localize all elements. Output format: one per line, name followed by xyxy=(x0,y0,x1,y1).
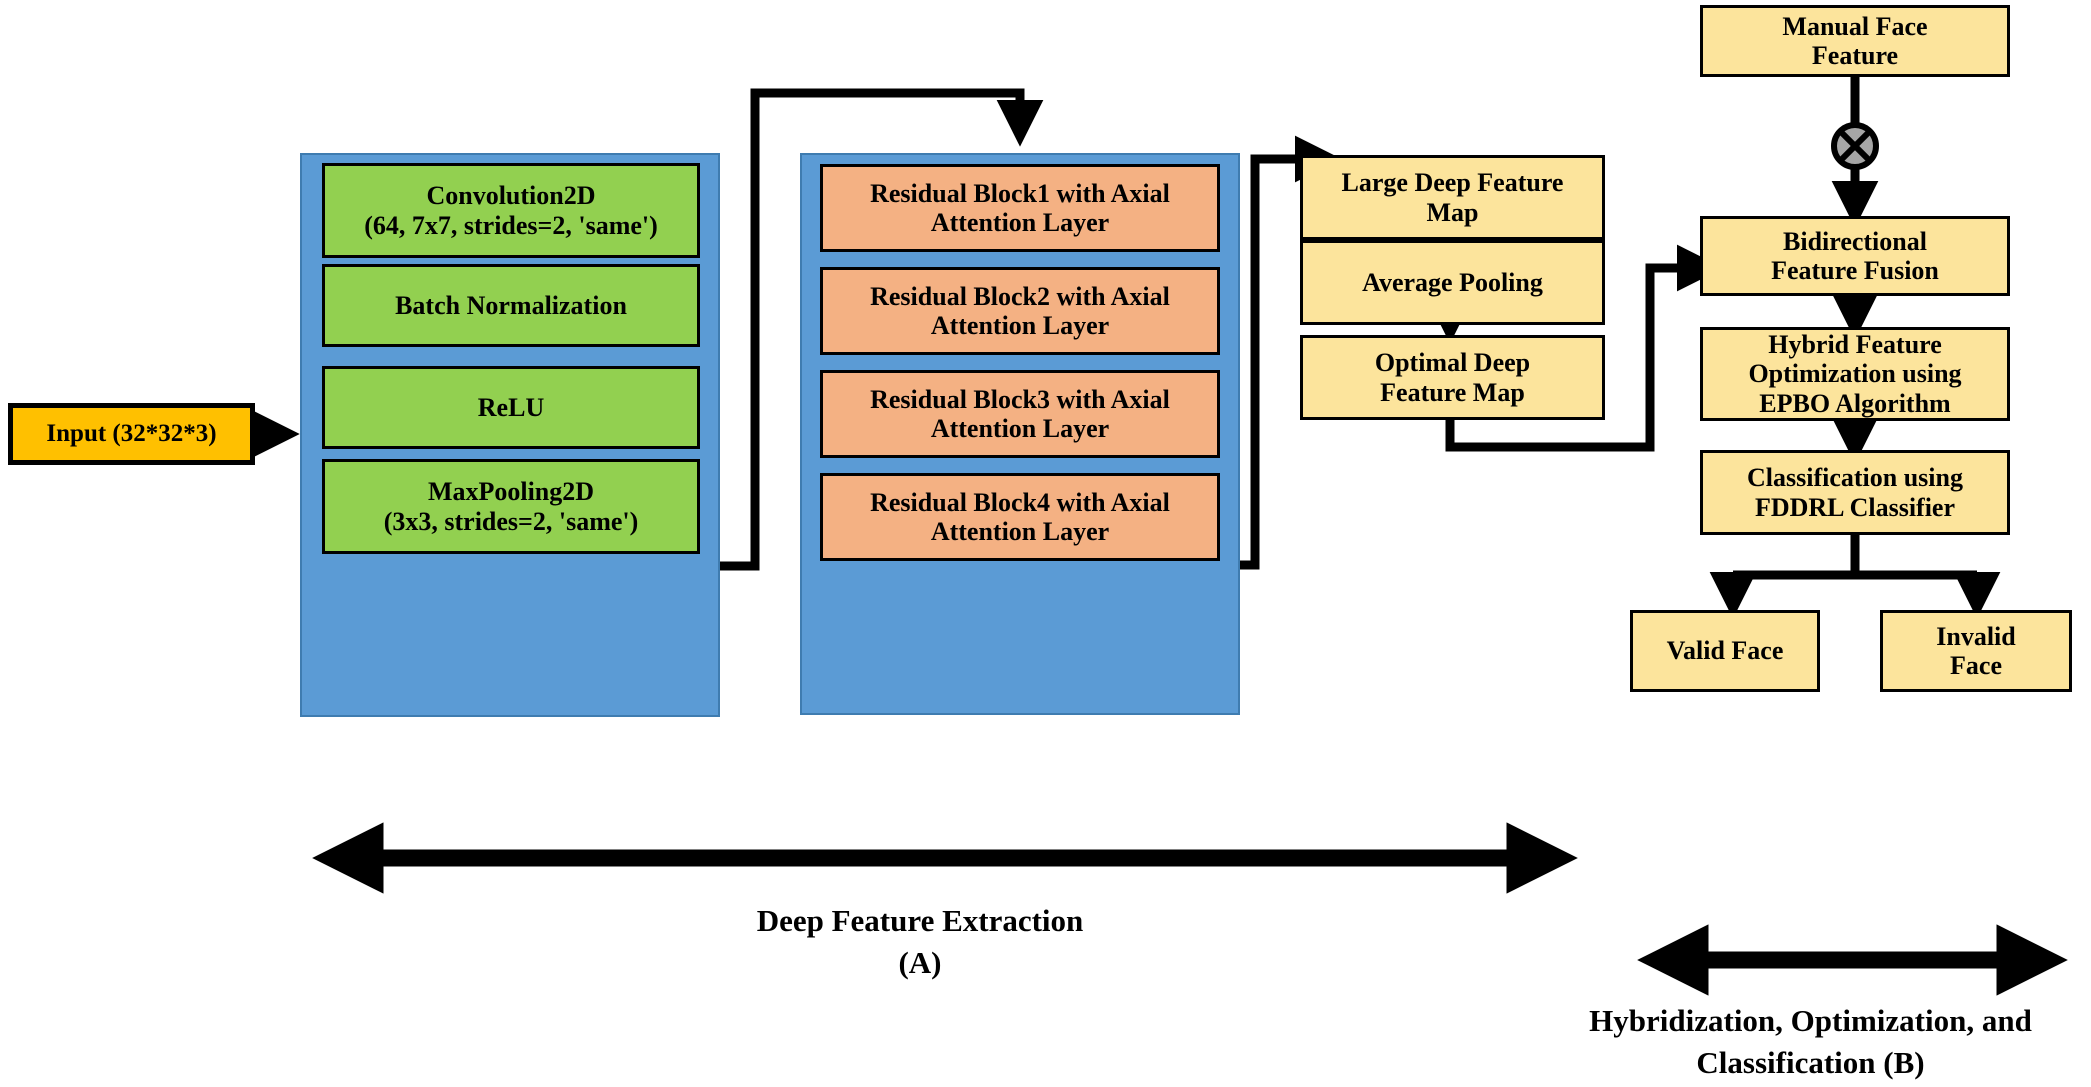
conv2d-box[interactable]: Convolution2D (64, 7x7, strides=2, 'same… xyxy=(322,163,700,258)
batch-normalization-box[interactable]: Batch Normalization xyxy=(322,264,700,347)
hybrid-feature-optimization-box[interactable]: Hybrid Feature Optimization using EPBO A… xyxy=(1700,327,2010,421)
residual-block2-box[interactable]: Residual Block2 with Axial Attention Lay… xyxy=(820,267,1220,355)
residual-block4-box[interactable]: Residual Block4 with Axial Attention Lay… xyxy=(820,473,1220,561)
large-deep-feature-map-box[interactable]: Large Deep Feature Map xyxy=(1300,155,1605,240)
residual-block1-box[interactable]: Residual Block1 with Axial Attention Lay… xyxy=(820,164,1220,252)
residual-block3-box[interactable]: Residual Block3 with Axial Attention Lay… xyxy=(820,370,1220,458)
optimal-deep-feature-map-box[interactable]: Optimal Deep Feature Map xyxy=(1300,335,1605,420)
section-b-caption: Hybridization, Optimization, and Classif… xyxy=(1589,1003,2032,1080)
invalid-face-box[interactable]: Invalid Face xyxy=(1880,610,2072,692)
bidirectional-feature-fusion-box[interactable]: Bidirectional Feature Fusion xyxy=(1700,216,2010,296)
input-box[interactable]: Input (32*32*3) xyxy=(8,403,255,465)
valid-face-box[interactable]: Valid Face xyxy=(1630,610,1820,692)
classification-fddrl-box[interactable]: Classification using FDDRL Classifier xyxy=(1700,450,2010,535)
relu-box[interactable]: ReLU xyxy=(322,366,700,449)
section-a-caption: Deep Feature Extraction (A) xyxy=(756,903,1084,980)
tensor-product-operator-icon xyxy=(1829,120,1881,172)
maxpooling2d-box[interactable]: MaxPooling2D (3x3, strides=2, 'same') xyxy=(322,459,700,554)
average-pooling-box[interactable]: Average Pooling xyxy=(1300,240,1605,325)
manual-face-feature-box[interactable]: Manual Face Feature xyxy=(1700,5,2010,77)
